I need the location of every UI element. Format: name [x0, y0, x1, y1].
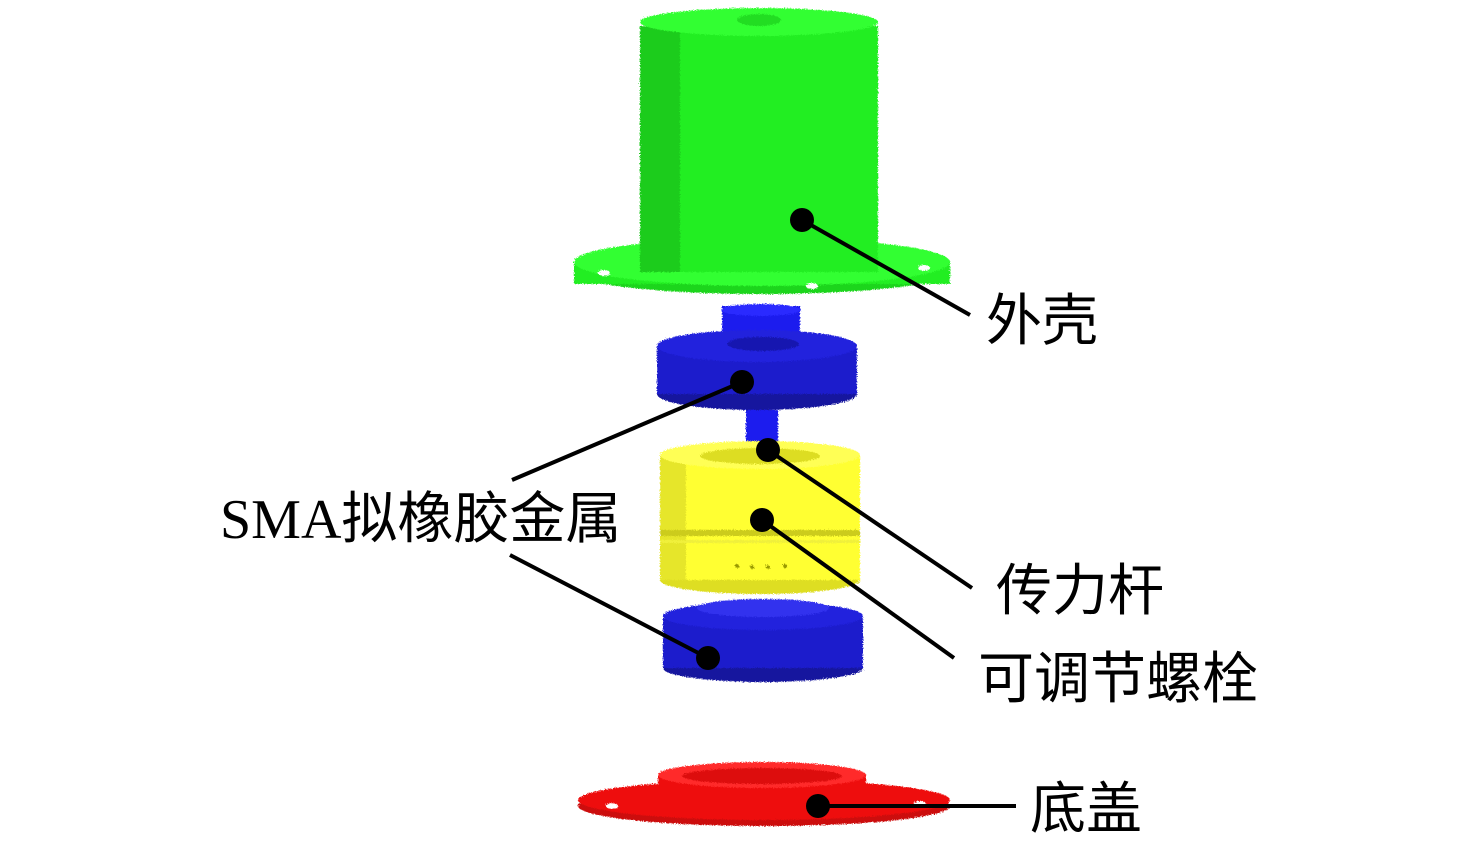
label-sma-rubber: SMA拟橡胶金属 [220, 489, 621, 551]
label-force-rod: 传力杆 [996, 561, 1164, 623]
leader-force-rod [766, 448, 974, 590]
bottom-cover-part [578, 762, 950, 826]
leader-sma-lower [509, 553, 709, 660]
label-bottom-cover: 底盖 [1030, 779, 1142, 841]
leader-sma-upper [511, 380, 743, 482]
sma-rubber-ring-upper [657, 330, 857, 410]
label-housing: 外壳 [986, 291, 1098, 353]
sma-rubber-ring-lower [663, 599, 863, 682]
dot-bottom-cover [806, 794, 830, 818]
dot-sma-upper [730, 370, 754, 394]
label-adjust-bolt: 可调节螺栓 [978, 649, 1258, 711]
leader-housing [801, 218, 971, 317]
dot-adjust-bolt [750, 508, 774, 532]
dot-sma-lower [696, 646, 720, 670]
dot-housing [790, 208, 814, 232]
housing-part [574, 8, 950, 294]
leader-adjust-bolt [760, 518, 956, 660]
dot-force-rod [756, 438, 780, 462]
leader-dots [696, 208, 830, 818]
leader-lines [509, 218, 1016, 808]
